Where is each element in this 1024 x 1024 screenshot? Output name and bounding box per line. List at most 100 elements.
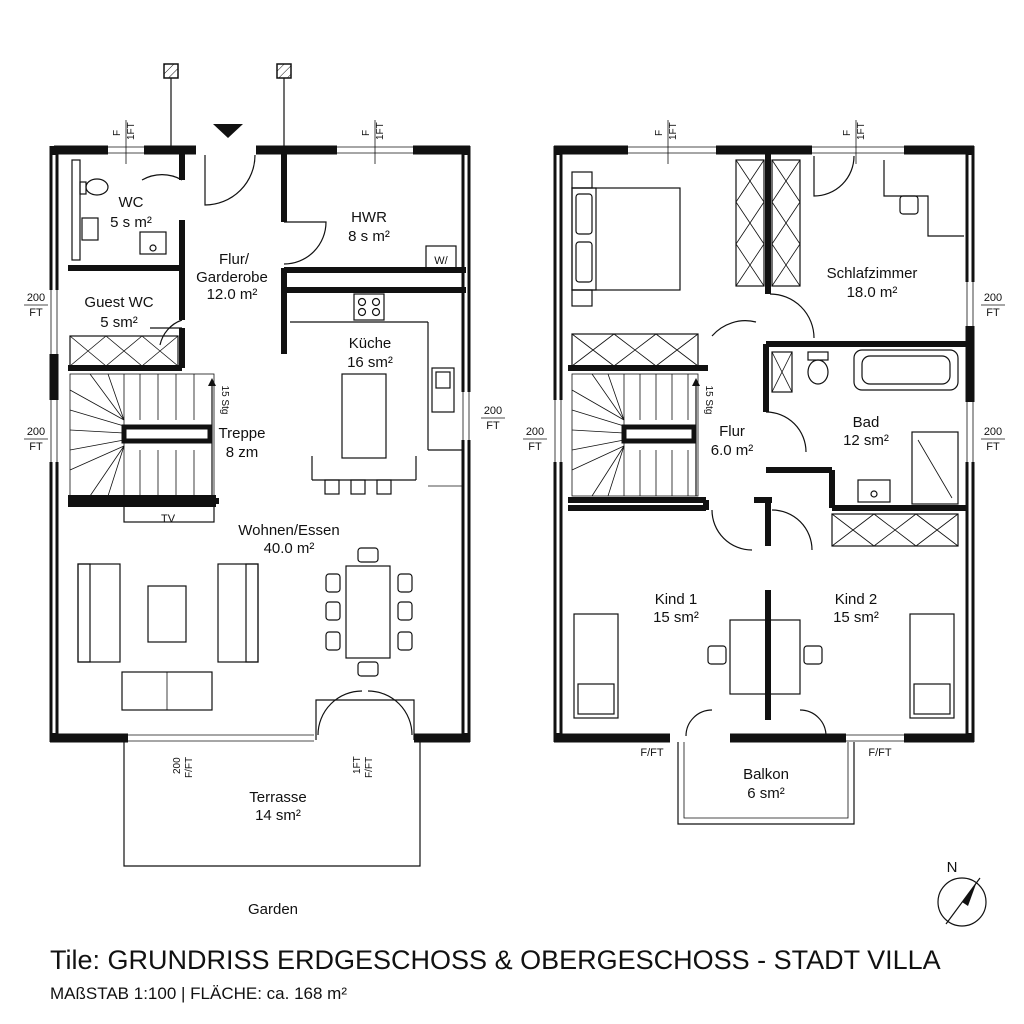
window-mark: FT <box>486 420 500 432</box>
window-mark: F/FT <box>640 747 663 759</box>
north-label: N <box>947 859 958 876</box>
room-name-flur: Flur/ <box>219 251 250 268</box>
bed-kind1 <box>573 613 619 719</box>
ground-room-labels: WC 5 s m² Flur/ Garderobe 12.0 m² HWR 8 … <box>84 194 448 918</box>
ground-wc-fixtures <box>71 159 167 261</box>
ground-living-furniture <box>77 547 413 711</box>
drawing-title: Tile: GRUNDRISS ERDGESCHOSS & OBERGESCHO… <box>50 945 941 975</box>
upper-bath-fixtures <box>771 349 959 505</box>
window-mark: FT <box>986 307 1000 319</box>
window-mark: 1FT <box>126 122 137 140</box>
room-area-terrasse: 14 sm² <box>255 807 301 824</box>
upper-bedroom-furniture <box>571 159 964 367</box>
room-name-bad: Bad <box>853 414 880 431</box>
tv-label: TV <box>161 513 176 525</box>
stove-icon <box>353 293 385 321</box>
bathtub <box>853 349 959 391</box>
tv-unit <box>123 505 215 523</box>
window-mark: F <box>112 130 123 136</box>
window-mark: 200 <box>984 426 1002 438</box>
upper-room-labels: Schlafzimmer 18.0 m² Flur 6.0 m² 15 Stg … <box>653 265 917 802</box>
drawing-subtitle: MAßSTAB 1:100 | FLÄCHE: ca. 168 m² <box>50 984 347 1003</box>
window-mark: FT <box>29 441 43 453</box>
entrance-canopy <box>163 63 292 146</box>
stair-steps-label: 15 Stg <box>703 386 714 415</box>
washing-machine-icon <box>425 245 457 273</box>
dining-table <box>345 565 391 659</box>
room-name-wohnen: Wohnen/Essen <box>238 522 339 539</box>
room-area-treppe: 8 zm <box>226 444 259 461</box>
room-area-balkon: 6 sm² <box>747 785 785 802</box>
sink-icon <box>139 231 167 255</box>
room-area-wc: 5 s m² <box>110 214 152 231</box>
upper-outer-walls <box>553 145 975 743</box>
sofa-right <box>217 563 259 663</box>
ground-window-marks: F 1FT F 1FT 200 FT 200 FT 200 FT 200 F/F… <box>24 120 505 778</box>
desks <box>729 619 801 695</box>
upper-floor-plan: F 1FT F 1FT 200 FT 200 FT 200 FT F/FT F/… <box>523 120 1005 825</box>
entrance-arrow-icon <box>213 124 243 138</box>
upper-doors <box>685 155 855 737</box>
window-mark: 1FT <box>375 122 386 140</box>
window-mark: 1FT <box>856 122 867 140</box>
room-name-balkon: Balkon <box>743 766 789 783</box>
window-mark: FT <box>29 307 43 319</box>
window-mark: FT <box>528 441 542 453</box>
room-name-guest-wc: Guest WC <box>84 294 153 311</box>
room-area-kind1: 15 sm² <box>653 609 699 626</box>
ground-stairs <box>69 373 216 497</box>
upper-interior-walls <box>568 150 966 720</box>
shower <box>911 431 959 505</box>
room-name-kueche: Küche <box>349 335 392 352</box>
wardrobe <box>735 159 765 287</box>
room-name-kind1: Kind 1 <box>655 591 698 608</box>
terrace-outline <box>123 742 421 867</box>
window-mark: 200 <box>984 292 1002 304</box>
window-mark: 1FT <box>352 756 363 774</box>
window-mark: 200 <box>484 405 502 417</box>
room-name-treppe: Treppe <box>219 425 266 442</box>
desk <box>883 160 964 237</box>
window-mark: 200 <box>526 426 544 438</box>
kitchen-island <box>341 373 387 459</box>
bed-kind2 <box>909 613 955 719</box>
ground-kitchen <box>290 293 462 495</box>
window-mark: 1FT <box>668 122 679 140</box>
window-mark: F/FT <box>184 757 195 778</box>
toilet-icon <box>807 359 829 385</box>
room-area-flur: 12.0 m² <box>207 286 258 303</box>
upper-stairs <box>571 373 700 497</box>
toilet-icon <box>85 178 109 196</box>
washing-machine-label: W/ <box>434 255 448 267</box>
north-arrow-icon: N <box>937 859 987 927</box>
room-area-kueche: 16 sm² <box>347 354 393 371</box>
coffee-table <box>147 585 187 643</box>
window-mark: F/FT <box>364 757 375 778</box>
guest-wc-cabinet <box>69 335 179 367</box>
sofa-left <box>77 563 121 663</box>
window-mark: FT <box>986 441 1000 453</box>
room-name-kind2: Kind 2 <box>835 591 878 608</box>
room-name-garderobe: Garderobe <box>196 269 268 286</box>
window-mark: F <box>361 130 372 136</box>
window-mark: 200 <box>27 426 45 438</box>
room-name-wc: WC <box>119 194 144 211</box>
ground-outer-walls <box>49 145 471 743</box>
garden-label: Garden <box>248 901 298 918</box>
double-bed <box>571 187 681 291</box>
room-area-bad: 12 sm² <box>843 432 889 449</box>
room-name-flur-og: Flur <box>719 423 745 440</box>
ground-doors <box>141 154 415 740</box>
room-area-schlafzimmer: 18.0 m² <box>847 284 898 301</box>
sink-icon <box>857 479 891 503</box>
room-name-hwr: HWR <box>351 209 387 226</box>
ground-interior-walls <box>68 150 466 507</box>
balcony-outline <box>677 742 855 825</box>
room-area-hwr: 8 s m² <box>348 228 390 245</box>
room-area-wohnen: 40.0 m² <box>264 540 315 557</box>
upper-kids-furniture <box>573 513 959 719</box>
upper-window-marks: F 1FT F 1FT 200 FT 200 FT 200 FT F/FT F/… <box>523 120 1005 759</box>
room-area-guest-wc: 5 sm² <box>100 314 138 331</box>
window-mark: 200 <box>172 757 183 774</box>
